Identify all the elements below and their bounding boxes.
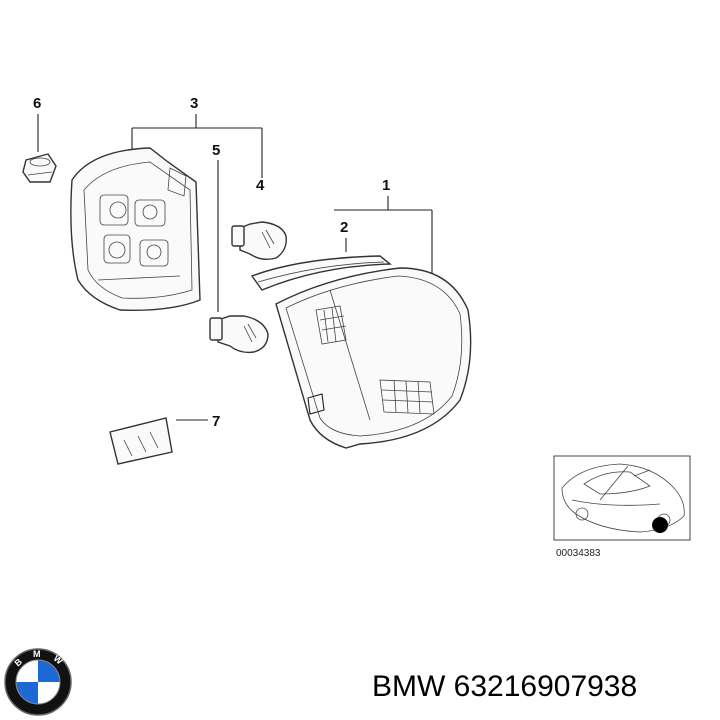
callout-6: 6 (33, 95, 41, 112)
part-1-rear-light (275, 267, 472, 449)
logo-letter-b: B (13, 656, 25, 668)
part-number-caption: BMW 63216907938 (372, 670, 637, 703)
part-5-bulb (209, 315, 269, 354)
location-marker-icon (652, 517, 668, 533)
vehicle-location-inset (553, 455, 691, 541)
logo-letter-m: M (33, 649, 41, 659)
callout-7: 7 (212, 413, 220, 430)
part-6-grommet (22, 153, 57, 183)
callout-4: 4 (256, 177, 265, 194)
car-outline-icon (561, 463, 685, 533)
leader-1 (334, 196, 433, 278)
callout-2: 2 (340, 219, 348, 236)
callout-5: 5 (212, 142, 220, 159)
bmw-logo-icon: B M W (4, 648, 72, 716)
part-2-gasket (250, 255, 392, 291)
lamp-holder (70, 147, 201, 311)
callout-3: 3 (190, 95, 198, 112)
callout-1: 1 (382, 177, 390, 194)
inset-reference-number: 00034383 (556, 548, 601, 559)
part-7-label (109, 417, 173, 465)
part-4-bulb (231, 221, 287, 261)
